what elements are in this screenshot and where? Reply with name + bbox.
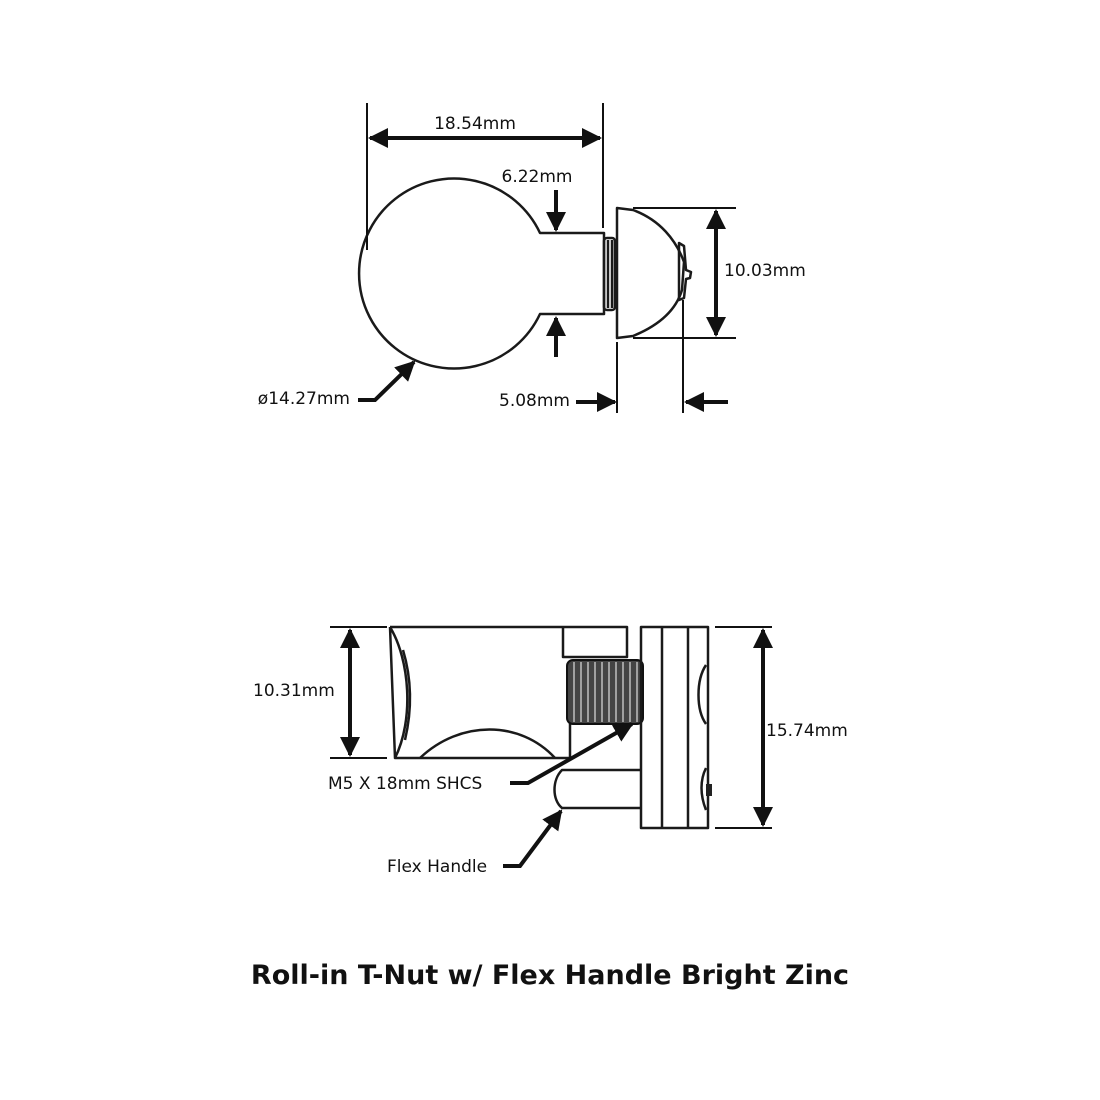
screw-thread	[566, 659, 644, 725]
body-bottom-curve	[419, 728, 556, 759]
handle-callout-label: Flex Handle	[387, 857, 487, 877]
handle-callout-leader	[503, 809, 563, 868]
plate-height-label: 15.74mm	[766, 721, 848, 741]
top-view: 18.54mm 6.22mm 10.03mm 5.08mm ø14.27mm	[258, 103, 806, 413]
drawing-title: Roll-in T-Nut w/ Flex Handle Bright Zinc	[250, 960, 850, 991]
cap-outline	[615, 206, 686, 340]
ball-diameter-label: ø14.27mm	[258, 389, 350, 409]
neck-width-label: 6.22mm	[502, 167, 573, 187]
plates	[639, 625, 712, 830]
handle-tab	[677, 241, 693, 302]
cap-height-label: 10.03mm	[724, 261, 806, 281]
handle-pin	[553, 768, 641, 810]
body-left-curve	[401, 649, 412, 741]
body-outline	[388, 625, 629, 760]
thread-top	[602, 236, 617, 312]
body-height-label: 10.31mm	[253, 681, 335, 701]
screw-callout-leader	[510, 722, 634, 785]
cap-depth-label: 5.08mm	[499, 391, 570, 411]
side-view: 10.31mm 15.74mm M5 X 18mm SHCS Flex Hand…	[253, 625, 848, 877]
ball-diameter-leader	[358, 360, 416, 402]
overall-length-label: 18.54mm	[434, 114, 516, 134]
screw-callout-label: M5 X 18mm SHCS	[328, 774, 482, 794]
ball-outline	[357, 177, 606, 370]
